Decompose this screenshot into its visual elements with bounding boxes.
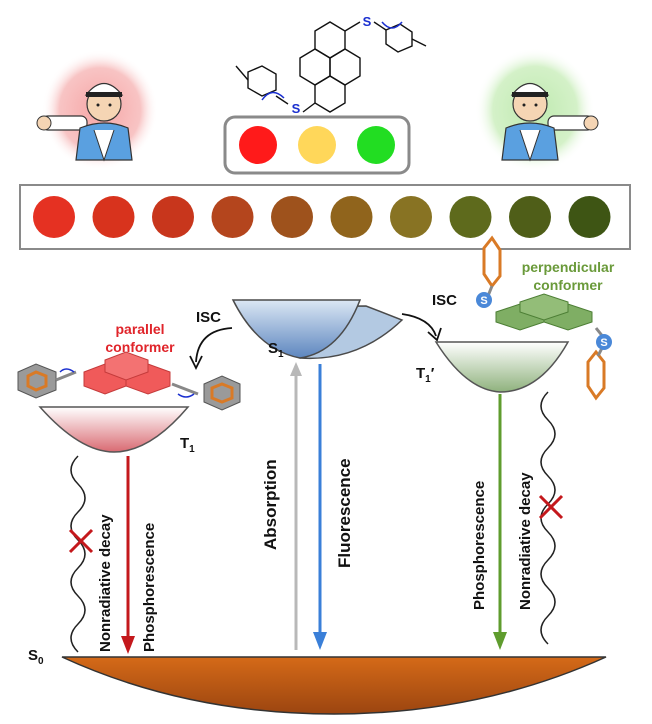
- state-label-t1: T1: [180, 435, 195, 455]
- phosphorescence-label-right: Phosphorescence: [471, 481, 488, 610]
- state-label-t1-prime: T1′: [416, 365, 435, 385]
- perpendicular-label-line1: perpendicular: [522, 259, 615, 275]
- phosphorescence-arrowhead-right-icon: [493, 632, 507, 650]
- parallel-label-line1: parallel: [115, 321, 164, 337]
- isc-arrow-left: [195, 327, 233, 363]
- color-swatch: [211, 196, 254, 238]
- color-swatch: [568, 196, 611, 238]
- color-swatch: [509, 196, 551, 238]
- t1-prime-potential-well: [434, 341, 570, 393]
- traffic-officer-left: [36, 50, 158, 170]
- rotation-arrow-upper-icon: [381, 21, 403, 29]
- parallel-conformer-model: [17, 351, 241, 411]
- isc-label-right: ISC: [432, 292, 457, 309]
- color-swatch: [390, 196, 432, 238]
- molecule-structure: [235, 21, 427, 113]
- nonradiative-wave-right: [540, 391, 556, 645]
- color-swatch: [92, 196, 135, 238]
- t1-potential-well: [38, 406, 190, 453]
- phosphorescence-label-left: Phosphorescence: [141, 523, 158, 652]
- state-label-s1: S1: [268, 340, 284, 360]
- blocked-cross-left-icon: [68, 528, 94, 554]
- perpendicular-conformer-model: [482, 235, 606, 401]
- sulfur-badge-upper: [476, 292, 492, 308]
- color-swatch: [152, 196, 194, 238]
- color-swatch: [33, 196, 75, 238]
- molecule-s-atom-upper: S: [363, 14, 372, 29]
- traffic-officer-right: [475, 48, 599, 172]
- color-swatch: [271, 196, 313, 238]
- perpendicular-label-line2: conformer: [533, 277, 603, 293]
- phosphorescence-arrowhead-left-icon: [121, 636, 135, 654]
- fluorescence-label: Fluorescence: [335, 458, 354, 568]
- nonradiative-label-left: Nonradiative decay: [97, 514, 114, 652]
- color-swatch: [449, 196, 492, 238]
- nonradiative-label-right: Nonradiative decay: [517, 472, 534, 610]
- color-swatch: [330, 196, 373, 238]
- nonradiative-wave-left: [70, 455, 86, 653]
- sulfur-badge-lower: [596, 334, 612, 350]
- traffic-lights: [239, 126, 395, 164]
- isc-arrowhead-right-icon: [427, 327, 442, 342]
- state-label-s0: S0: [28, 647, 44, 667]
- fluorescence-arrowhead-icon: [313, 632, 327, 650]
- traffic-light-green: [357, 126, 395, 164]
- absorption-label: Absorption: [261, 459, 280, 550]
- sulfur-badge-upper-label: S: [480, 295, 487, 307]
- blocked-cross-right-icon: [538, 494, 564, 520]
- isc-label-left: ISC: [196, 309, 221, 326]
- s1-potential-well: [231, 299, 404, 360]
- isc-arrow-right: [401, 313, 437, 337]
- traffic-light-red: [239, 126, 277, 164]
- sulfur-badge-lower-label: S: [600, 337, 607, 349]
- rotation-arrow-lower-icon: [261, 91, 285, 101]
- isc-arrowhead-left-icon: [189, 355, 203, 371]
- molecule-s-atom-lower: S: [292, 101, 301, 116]
- traffic-light-yellow: [298, 126, 336, 164]
- parallel-label-line2: conformer: [105, 339, 175, 355]
- color-swatches: [33, 196, 611, 238]
- s0-potential-well: [61, 656, 607, 715]
- absorption-arrowhead-icon: [290, 362, 302, 376]
